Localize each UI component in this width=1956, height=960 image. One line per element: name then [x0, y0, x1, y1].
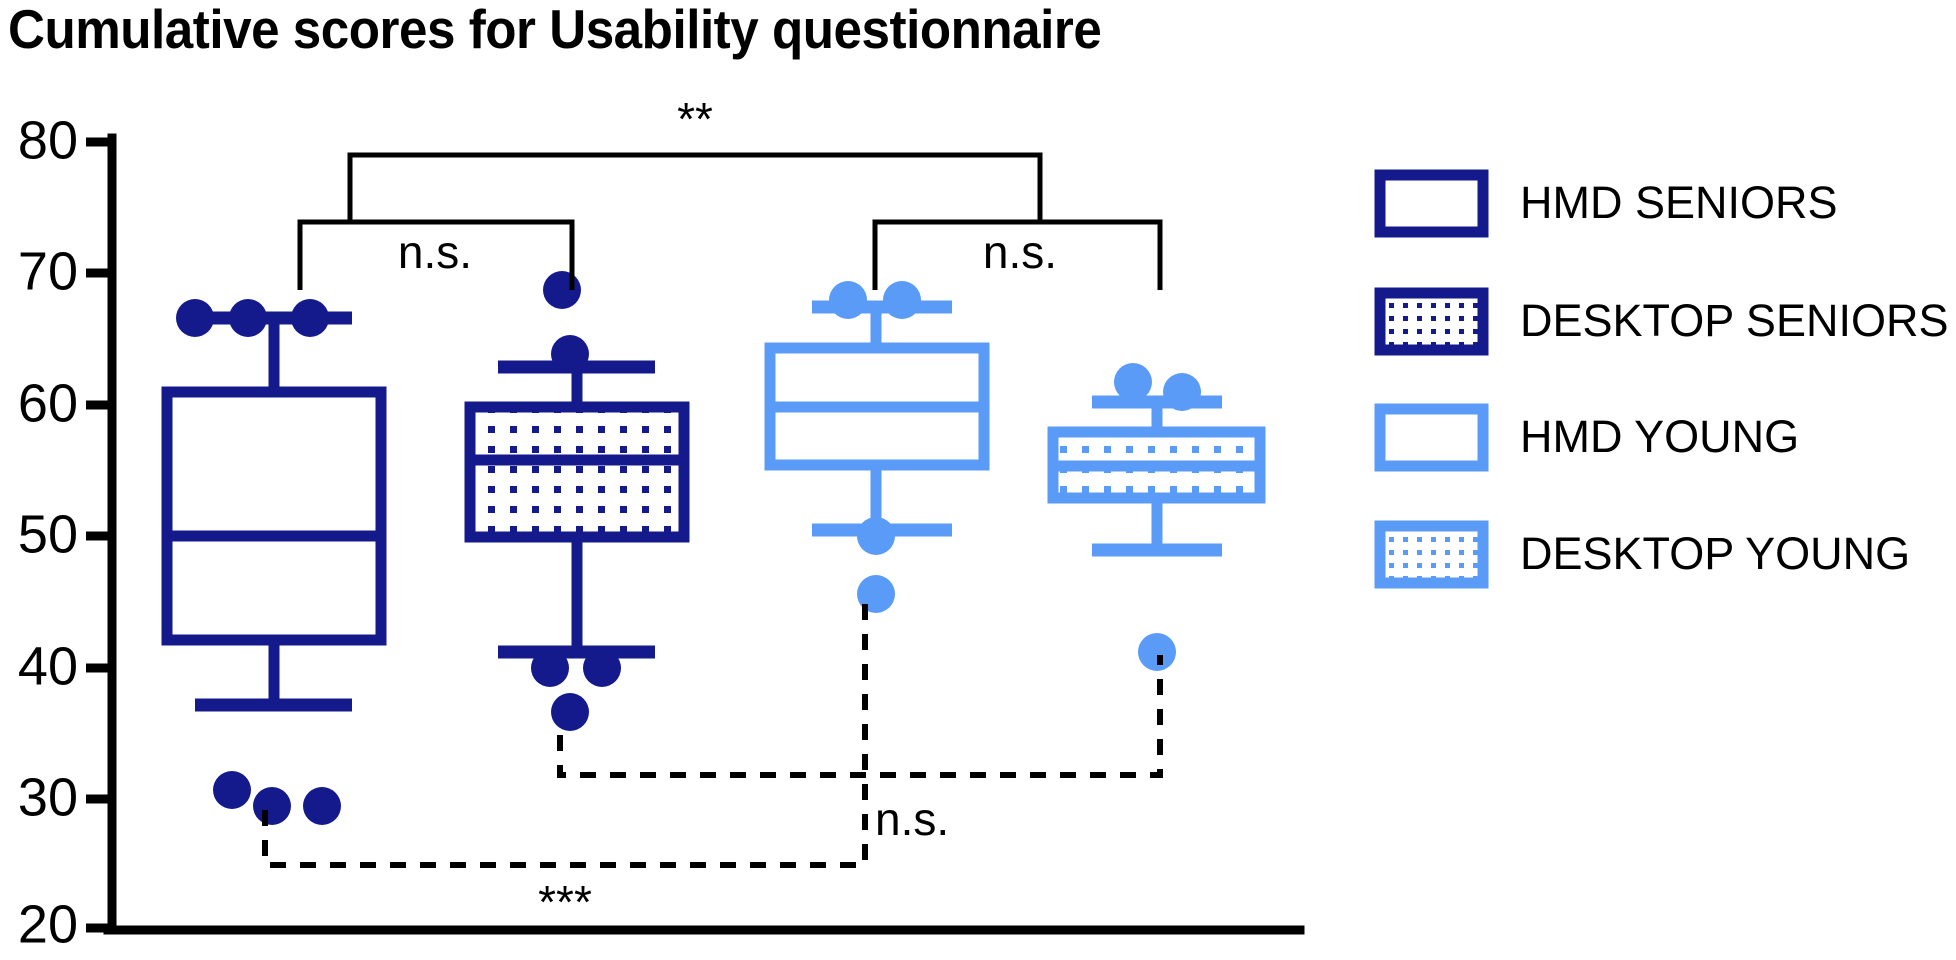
outlier-point: [543, 271, 581, 309]
outlier-point: [291, 299, 329, 337]
page-title: Cumulative scores for Usability question…: [8, 0, 1102, 60]
outlier-point: [213, 771, 251, 809]
outlier-point: [176, 299, 214, 337]
legend-swatch-hmd-seniors: [1374, 169, 1489, 238]
y-axis: 80 70 60 50 40 30 20: [18, 110, 1305, 954]
y-tick-label-20: 20: [18, 894, 78, 954]
significance-bracket-hmd-dashed: ***: [262, 602, 868, 928]
outlier-point: [531, 649, 569, 687]
outlier-point: [829, 281, 867, 319]
outlier-point: [303, 787, 341, 825]
box-body: [161, 386, 387, 646]
y-tick-label-80: 80: [18, 110, 78, 170]
outlier-point: [857, 575, 895, 613]
legend-item-desktop-young[interactable]: DESKTOP YOUNG: [1374, 520, 1910, 589]
legend-label-desktop-seniors: DESKTOP SENIORS: [1520, 295, 1948, 346]
legend-label-desktop-young: DESKTOP YOUNG: [1520, 528, 1910, 579]
outlier-point: [1114, 363, 1152, 401]
outlier-point: [551, 335, 589, 373]
outlier-point: [1163, 373, 1201, 411]
box-desktop-young: [1047, 363, 1266, 671]
y-tick-label-50: 50: [18, 504, 78, 564]
y-tick-label-40: 40: [18, 636, 78, 696]
legend-swatch-hmd-young: [1374, 403, 1489, 472]
outlier-point: [253, 787, 291, 825]
box-hmd-seniors: [161, 299, 387, 825]
outlier-point: [583, 649, 621, 687]
significance-label-top: **: [677, 93, 713, 145]
outlier-point: [883, 281, 921, 319]
significance-bracket-desktop-dashed: n.s.: [557, 655, 1163, 845]
outlier-point: [857, 517, 895, 555]
significance-label-seniors: n.s.: [398, 226, 472, 278]
significance-label-young: n.s.: [983, 226, 1057, 278]
significance-bracket-seniors: n.s.: [297, 219, 575, 290]
box-desktop-seniors: [464, 271, 690, 731]
significance-label-hmd: ***: [538, 876, 592, 928]
legend-item-hmd-young[interactable]: HMD YOUNG: [1374, 403, 1799, 472]
outlier-point: [551, 693, 589, 731]
significance-bracket-top: **: [347, 93, 1043, 222]
y-tick-label-70: 70: [18, 241, 78, 301]
y-tick-label-60: 60: [18, 373, 78, 433]
legend-swatch-desktop-young: [1374, 520, 1489, 589]
legend-label-hmd-seniors: HMD SENIORS: [1520, 177, 1838, 228]
outlier-point: [1138, 633, 1176, 671]
legend-swatch-desktop-seniors: [1374, 287, 1489, 356]
box-body: [464, 401, 690, 543]
significance-label-desktop: n.s.: [875, 793, 949, 845]
box-hmd-young: [764, 281, 990, 613]
outlier-point: [229, 299, 267, 337]
legend-label-hmd-young: HMD YOUNG: [1520, 411, 1799, 462]
y-tick-label-30: 30: [18, 767, 78, 827]
legend-item-hmd-seniors[interactable]: HMD SENIORS: [1374, 169, 1838, 238]
significance-bracket-young: n.s.: [872, 219, 1163, 290]
legend-item-desktop-seniors[interactable]: DESKTOP SENIORS: [1374, 287, 1948, 356]
legend: HMD SENIORS DESKTOP SENIORS HMD YOUNG DE…: [1374, 169, 1948, 589]
